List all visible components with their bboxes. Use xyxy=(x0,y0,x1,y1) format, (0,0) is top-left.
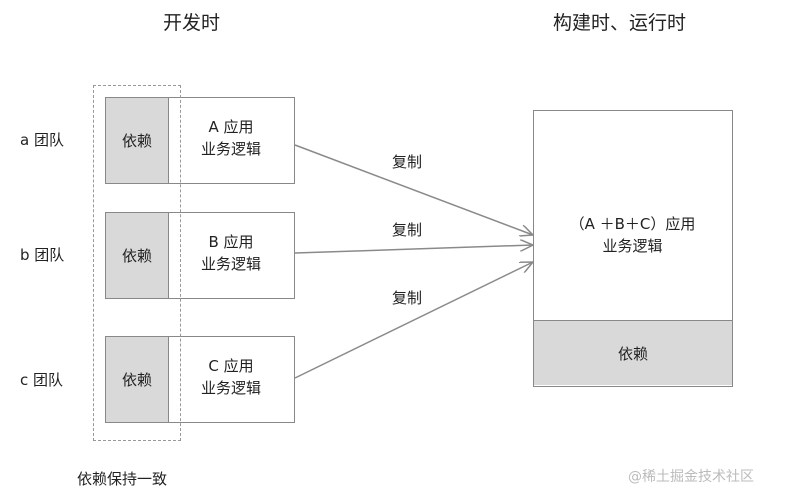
arrow-c xyxy=(294,262,533,379)
merged-app-logic: 业务逻辑 xyxy=(602,237,663,255)
team-a-label: a 团队 xyxy=(20,131,64,149)
team-c-label: c 团队 xyxy=(20,371,64,389)
dependency-consistent-caption: 依赖保持一致 xyxy=(77,470,168,488)
merged-app-name: （A ＋B＋C）应用 xyxy=(569,215,696,233)
build-run-time-heading: 构建时、运行时 xyxy=(553,12,687,34)
dependency-group-dashed-outline xyxy=(93,85,181,441)
team-b-box: 依赖 B 应用 业务逻辑 xyxy=(105,212,295,299)
team-c-dependency: 依赖 xyxy=(106,337,169,422)
team-b-label: b 团队 xyxy=(20,246,65,264)
dev-time-heading: 开发时 xyxy=(163,12,221,34)
team-c-app: C 应用 业务逻辑 xyxy=(169,355,293,399)
merged-app: （A ＋B＋C）应用 业务逻辑 xyxy=(534,213,731,257)
copy-label-a: 复制 xyxy=(392,153,423,171)
arrow-b xyxy=(294,245,533,254)
team-a-app-name: A 应用 xyxy=(208,118,254,136)
copy-label-b: 复制 xyxy=(392,221,423,239)
team-a-dependency: 依赖 xyxy=(106,98,169,183)
copy-label-c: 复制 xyxy=(392,289,423,307)
team-c-box: 依赖 C 应用 业务逻辑 xyxy=(105,336,295,423)
team-b-app: B 应用 业务逻辑 xyxy=(169,231,293,275)
team-a-app-logic: 业务逻辑 xyxy=(200,140,261,158)
team-c-app-name: C 应用 xyxy=(208,357,254,375)
team-b-app-logic: 业务逻辑 xyxy=(200,255,261,273)
merged-app-box: （A ＋B＋C）应用 业务逻辑 依赖 xyxy=(533,110,733,387)
team-a-app: A 应用 业务逻辑 xyxy=(169,116,293,160)
team-b-dependency: 依赖 xyxy=(106,213,169,298)
team-c-app-logic: 业务逻辑 xyxy=(200,379,261,397)
watermark: @稀土掘金技术社区 xyxy=(628,469,754,485)
arrow-a xyxy=(294,144,533,235)
team-b-app-name: B 应用 xyxy=(208,233,254,251)
team-a-box: 依赖 A 应用 业务逻辑 xyxy=(105,97,295,184)
merged-dependency: 依赖 xyxy=(534,320,732,385)
